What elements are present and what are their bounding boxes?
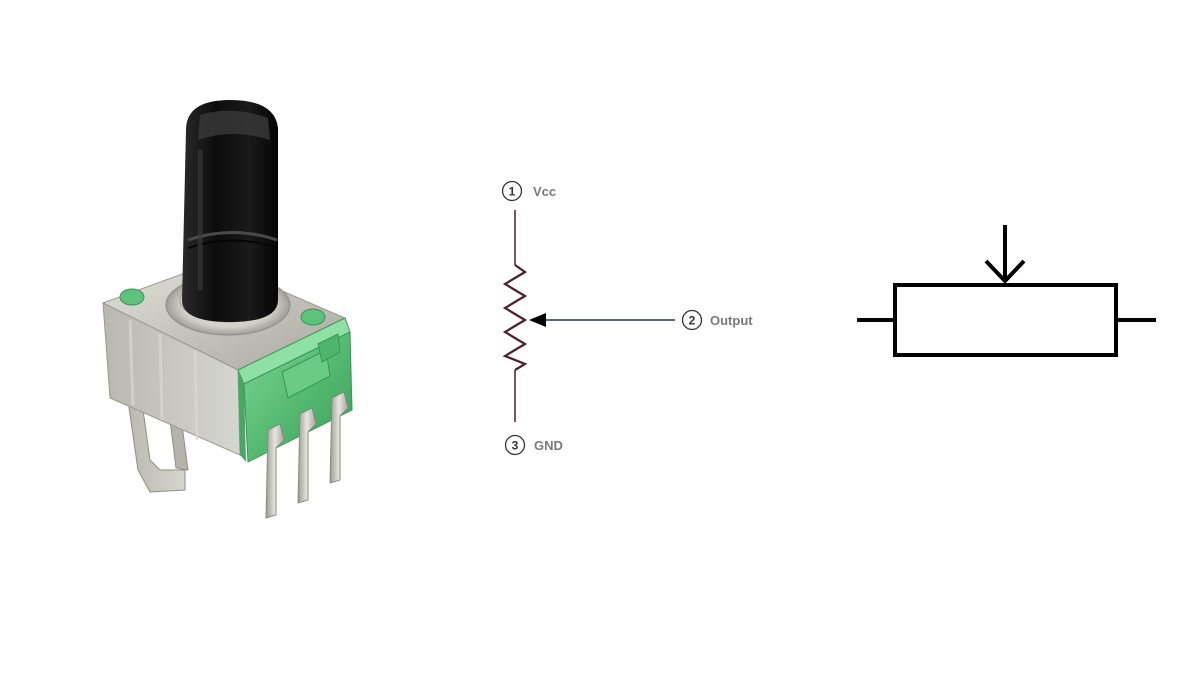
terminal-pin-1 [265, 423, 285, 519]
wiper-arrowhead [529, 313, 546, 327]
pin-2-marker: 2 Output [681, 309, 753, 331]
pin-2-number: 2 [689, 314, 696, 328]
green-peg-left [119, 288, 145, 306]
resistor-zigzag [502, 264, 528, 371]
pin-1-marker: 1 Vcc [501, 180, 556, 202]
pin-3-number: 3 [512, 439, 519, 453]
black-shaft [182, 100, 278, 322]
terminal-pin-2 [297, 407, 317, 504]
pin-1-label: Vcc [533, 184, 556, 199]
symbol-wiper-arrowhead [984, 259, 1026, 284]
potentiometer-photo [101, 100, 353, 519]
symbol-resistor-body [893, 283, 1118, 357]
pin-2-label: Output [710, 313, 753, 328]
pin-3-marker: 3 GND [504, 434, 563, 456]
pin-1-number: 1 [509, 185, 516, 199]
potentiometer-schematic: 1 Vcc 2 Output 3 GND [501, 180, 753, 456]
terminal-pin-3 [329, 391, 349, 484]
potentiometer-symbol [857, 225, 1156, 357]
green-latch [281, 349, 331, 399]
pin-2-circle [681, 309, 703, 331]
pin-3-circle [504, 434, 526, 456]
pin-1-circle [501, 180, 523, 202]
pin-3-label: GND [534, 438, 563, 453]
green-peg-right [300, 308, 326, 326]
